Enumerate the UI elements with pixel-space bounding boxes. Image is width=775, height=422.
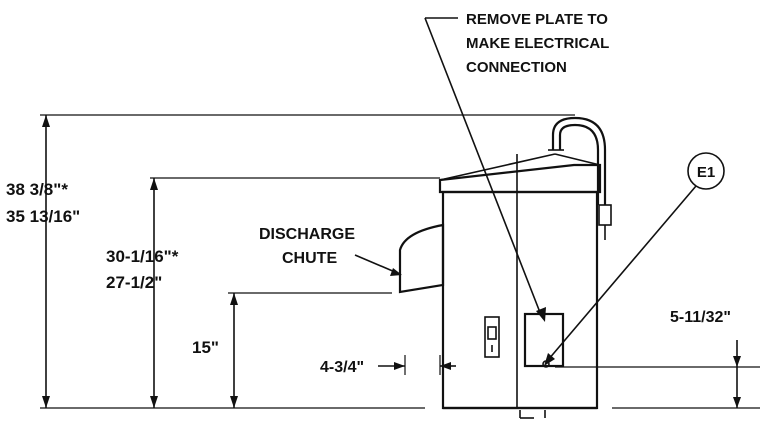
body-height-arrow-bottom — [150, 396, 158, 408]
machine-cabinet — [441, 190, 599, 410]
electrical-plate — [523, 312, 565, 368]
discharge-chute — [398, 223, 445, 294]
chute-note-leader — [354, 254, 396, 273]
chute-height-arrow-bottom — [230, 396, 238, 408]
overall-height-label-2: 35 13/16" — [6, 207, 80, 226]
electrical-note-line-2: MAKE ELECTRICAL — [466, 35, 609, 52]
gooseneck-faucet-inner — [558, 123, 600, 205]
discharge-chute-label-2: CHUTE — [282, 250, 337, 267]
chute-height-arrow-top — [230, 293, 238, 305]
gooseneck-faucet — [551, 116, 607, 205]
electrical-note: REMOVE PLATE TO MAKE ELECTRICAL CONNECTI… — [466, 11, 609, 76]
connection-height-label: 5-11/32" — [670, 309, 731, 326]
discharge-chute-label-1: DISCHARGE — [259, 226, 355, 243]
chute-offset-arrow-right — [440, 362, 451, 370]
plate-note-arrow — [536, 307, 546, 322]
machine-lid — [438, 163, 602, 194]
power-switch — [484, 316, 500, 358]
electrical-note-line-3: CONNECTION — [466, 59, 567, 76]
e1-tag-label: E1 — [697, 164, 715, 181]
body-height-label-1: 30-1/16"* — [106, 247, 179, 266]
body-height-label-2: 27-1/2" — [106, 273, 162, 292]
e1-leader-line — [547, 185, 697, 361]
plate-note-leader-diagonal — [424, 17, 542, 316]
body-height-arrow-top — [150, 178, 158, 190]
connection-height-arrow-bottom — [733, 397, 741, 408]
e1-arrow — [544, 353, 555, 366]
electrical-note-line-1: REMOVE PLATE TO — [466, 11, 608, 28]
switch-rocker — [487, 326, 497, 340]
e1-tag-circle — [687, 152, 725, 190]
overall-height-arrow-top — [42, 115, 50, 127]
overall-height-arrow-bottom — [42, 396, 50, 408]
lid-slope-edge — [439, 153, 556, 181]
lid-top-edge — [554, 153, 601, 166]
faucet-valve — [598, 204, 612, 226]
chute-height-label: 15" — [192, 338, 219, 357]
overall-height-label-1: 38 3/8"* — [6, 180, 68, 199]
chute-offset-label: 4-3/4" — [320, 359, 364, 376]
chute-offset-arrow-left — [394, 362, 405, 370]
chute-note-arrow — [390, 268, 402, 276]
connection-height-arrow-top — [733, 356, 741, 367]
